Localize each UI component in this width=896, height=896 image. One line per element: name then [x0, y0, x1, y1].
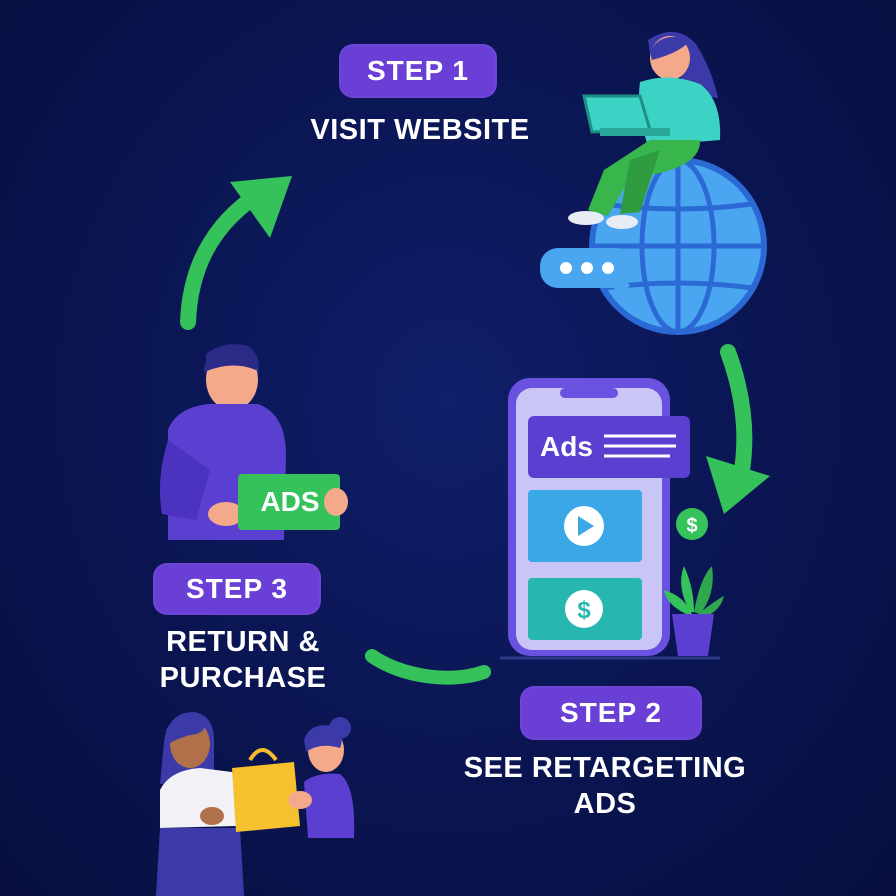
arrow-right-down	[720, 344, 753, 478]
dollar-icon: $	[565, 590, 603, 628]
step-2-caption-line-2: ADS	[573, 788, 637, 820]
step-1-badge: STEP 1	[339, 44, 497, 98]
svg-text:$: $	[686, 515, 697, 537]
ads-sign-label: ADS	[260, 486, 320, 517]
chat-bubble-icon	[540, 248, 634, 298]
arrow-bottom-arc	[365, 649, 491, 685]
plant-icon	[664, 566, 724, 656]
svg-text:$: $	[577, 597, 591, 624]
step-3-caption: RETURN & PURCHASE	[138, 624, 348, 696]
step-3-caption-line-1: RETURN &	[166, 626, 320, 658]
arrow-left-up-head	[230, 176, 292, 238]
phone-notch	[560, 388, 618, 398]
step-2-caption-line-1: SEE RETARGETING	[463, 752, 747, 784]
play-icon	[564, 506, 604, 546]
ads-sign	[238, 474, 340, 530]
arrow-right-down-head	[706, 456, 770, 514]
step-3-badge: STEP 3	[153, 563, 321, 615]
step-3-caption-line-2: PURCHASE	[159, 662, 327, 694]
step-1-caption: VISIT WEBSITE	[310, 114, 530, 146]
visitor-person	[568, 31, 721, 229]
step-2-badge: STEP 2	[520, 686, 702, 740]
shopping-bag-icon	[232, 762, 300, 832]
step-2-caption: SEE RETARGETING ADS	[440, 750, 770, 822]
ad-banner-label: Ads	[540, 431, 593, 462]
coin-dollar-icon: $	[676, 508, 708, 540]
arrow-left-up	[180, 192, 258, 330]
